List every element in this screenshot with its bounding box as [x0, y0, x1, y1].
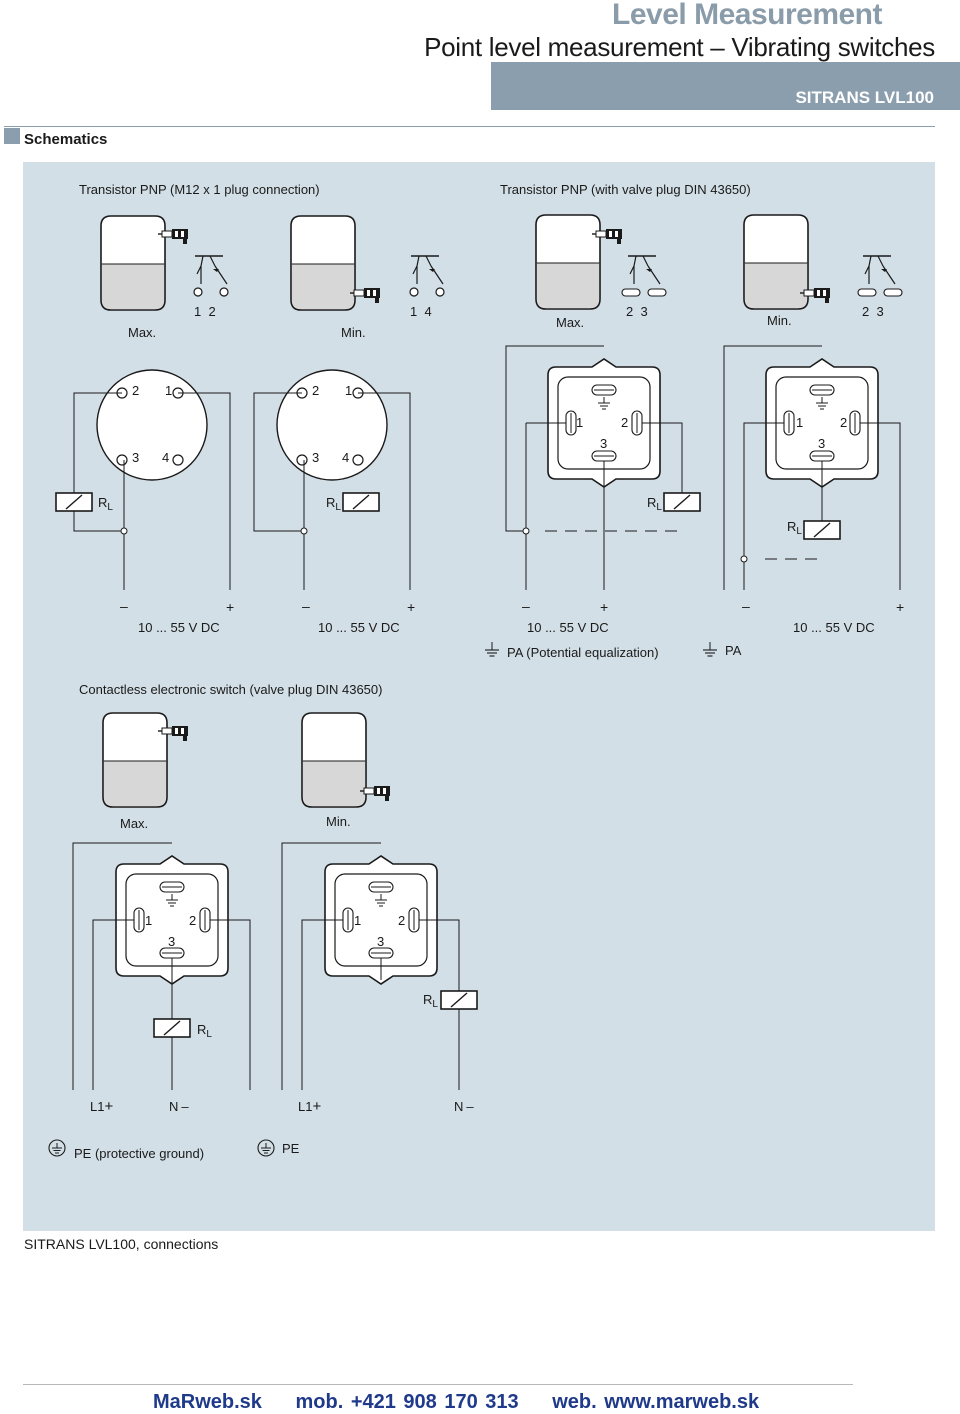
footer-company[interactable]: MaRweb.sk — [153, 1391, 262, 1413]
rl-label: RL — [197, 1022, 212, 1040]
pin-label: 3 — [312, 450, 319, 465]
group2-title: Transistor PNP (with valve plug DIN 4365… — [500, 182, 751, 197]
voltage-label: 10 ... 55 V DC — [793, 620, 875, 635]
minus-sign: – — [120, 598, 128, 614]
max-label: Max. — [128, 325, 156, 340]
category-title: Level Measurement — [612, 0, 882, 31]
section-marker — [4, 128, 20, 144]
section-divider — [4, 126, 935, 127]
min-label: Min. — [341, 325, 366, 340]
contact-labels: 2 3 — [626, 304, 648, 319]
minus-sign: – — [302, 598, 310, 614]
pin-label: 4 — [162, 450, 169, 465]
n-label: N– — [169, 1099, 189, 1114]
pin-label: 2 — [398, 913, 405, 928]
pa-long-label: PA (Potential equalization) — [507, 645, 659, 660]
pin-label: 2 — [189, 913, 196, 928]
minus-sign: – — [742, 598, 750, 614]
product-bar — [491, 62, 960, 110]
pin-label: 4 — [342, 450, 349, 465]
pin-label: 2 — [840, 415, 847, 430]
rl-label: RL — [423, 992, 438, 1010]
l1-label: L1+ — [298, 1098, 321, 1115]
footer-web[interactable]: web. www.marweb.sk — [552, 1391, 760, 1413]
pin-label: 2 — [132, 383, 139, 398]
max-label: Max. — [556, 315, 584, 330]
pin-label: 1 — [576, 415, 583, 430]
pin-label: 1 — [354, 913, 361, 928]
max-label: Max. — [120, 816, 148, 831]
section-title: Schematics — [24, 131, 108, 148]
min-label: Min. — [326, 814, 351, 829]
voltage-label: 10 ... 55 V DC — [527, 620, 609, 635]
minus-sign: – — [522, 598, 530, 614]
group1-title: Transistor PNP (M12 x 1 plug connection) — [79, 182, 320, 197]
pin-label: 3 — [818, 436, 825, 451]
pin-label: 3 — [132, 450, 139, 465]
pin-label: 3 — [168, 934, 175, 949]
footer: MaRweb.sk mob. +421 908 170 313 web. www… — [153, 1391, 785, 1414]
contact-labels: 1 4 — [410, 304, 432, 319]
din-min-diagram: 2 3 Min. 1 2 3 RL – + 10 ... 55 V DC PA — [702, 214, 904, 658]
contact-labels: 1 2 — [194, 304, 216, 319]
min-label: Min. — [767, 313, 792, 328]
voltage-label: 10 ... 55 V DC — [318, 620, 400, 635]
rl-label: RL — [98, 495, 113, 513]
plus-sign: + — [600, 599, 608, 615]
voltage-label: 10 ... 55 V DC — [138, 620, 220, 635]
figure-caption: SITRANS LVL100, connections — [24, 1236, 219, 1252]
rl-label: RL — [647, 495, 662, 513]
rl-label: RL — [326, 495, 341, 513]
pin-label: 3 — [600, 436, 607, 451]
contactless-max-diagram: Max. 1 2 3 RL L1+ N– PE (protective grou… — [48, 712, 251, 1161]
contact-labels: 2 3 — [862, 304, 884, 319]
pin-label: 2 — [312, 383, 319, 398]
contactless-min-diagram: Min. 1 2 3 RL L1+ N– PE — [257, 712, 478, 1157]
footer-mobile: mob. +421 908 170 313 — [295, 1391, 519, 1413]
plus-sign: + — [407, 599, 415, 615]
din-max-diagram: 2 3 Max. 1 2 3 RL – + 10 ... 55 V DC PA … — [484, 214, 701, 660]
plus-sign: + — [896, 599, 904, 615]
n-label: N– — [454, 1099, 474, 1114]
footer-divider — [23, 1384, 853, 1385]
plus-sign: + — [226, 599, 234, 615]
rl-label: RL — [787, 519, 802, 537]
pin-label: 2 — [621, 415, 628, 430]
pe-short-label: PE — [282, 1141, 300, 1156]
pin-label: 1 — [165, 383, 172, 398]
l1-label: L1+ — [90, 1098, 113, 1115]
product-name: SITRANS LVL100 — [795, 88, 934, 107]
pin-label: 1 — [796, 415, 803, 430]
pin-label: 3 — [377, 934, 384, 949]
page-title: Point level measurement – Vibrating swit… — [424, 32, 935, 62]
pin-label: 1 — [145, 913, 152, 928]
m12-max-diagram: 1 2 Max. 2 1 3 4 RL – + 10 ... 55 V DC — [55, 215, 234, 635]
schematics-panel — [23, 162, 935, 1231]
pa-short-label: PA — [725, 643, 742, 658]
pe-long-label: PE (protective ground) — [74, 1146, 204, 1161]
pin-label: 1 — [345, 383, 352, 398]
group3-title: Contactless electronic switch (valve plu… — [79, 682, 382, 697]
m12-min-diagram: 1 4 Min. 2 1 3 4 RL – + 10 ... 55 V DC — [253, 215, 445, 635]
